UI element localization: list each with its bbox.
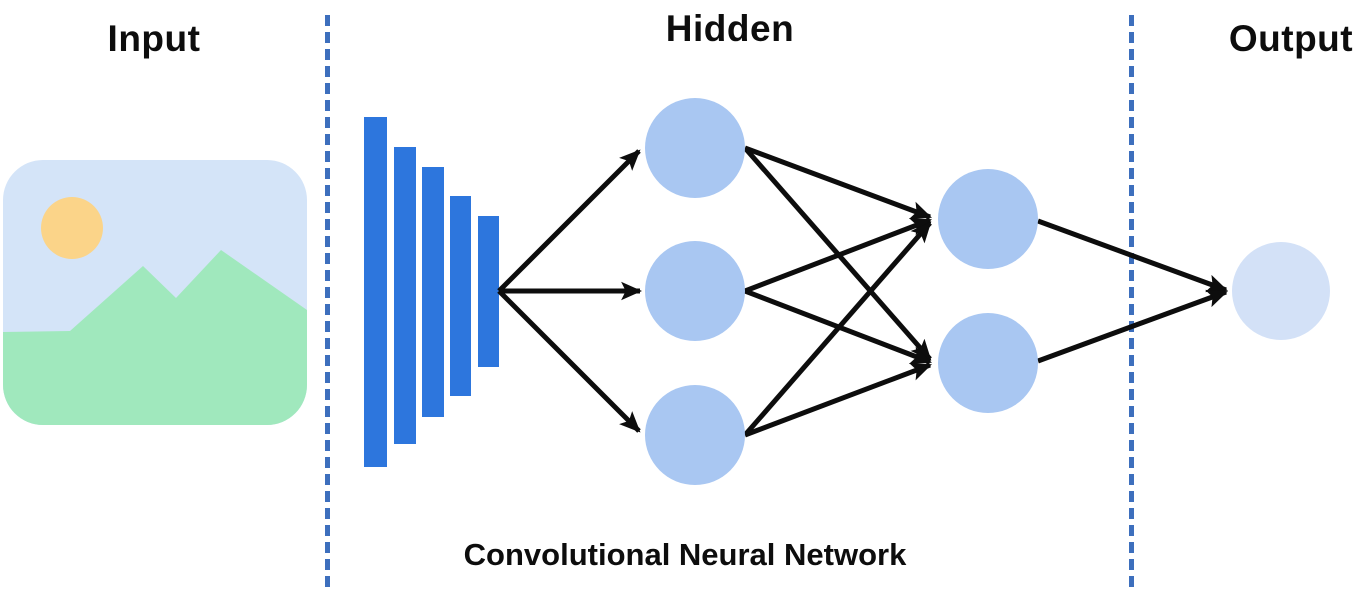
arrow-h1-top-to-h2-top (744, 145, 932, 220)
conv-bar-5 (478, 216, 499, 367)
sun-icon (41, 197, 103, 259)
arrow-h2-bottom-to-output (1037, 289, 1228, 364)
neuron-h1-mid (645, 241, 745, 341)
hidden-section-label: Hidden (665, 8, 795, 49)
output-layer (1232, 242, 1330, 340)
mountains-icon (3, 250, 307, 425)
conv-layer-bars (364, 117, 499, 467)
neuron-h1-bottom (645, 385, 745, 485)
arrow-conv-to-h1-bottom (497, 289, 641, 433)
arrow-h1-bottom-to-h2-bottom (744, 362, 932, 438)
arrow-h1-mid-to-h2-bottom (744, 288, 932, 365)
arrow-h2-top-to-output (1037, 218, 1228, 293)
neuron-h1-top (645, 98, 745, 198)
conv-bar-1 (364, 117, 387, 467)
conv-bar-3 (422, 167, 444, 417)
neuron-h2-bottom (938, 313, 1038, 413)
arrow-h1-top-to-h2-bottom (743, 146, 932, 361)
conv-bar-2 (394, 147, 416, 444)
hidden-layer-2 (938, 169, 1038, 413)
hidden-layer-1 (645, 98, 745, 485)
arrows-hidden2-to-output (1037, 218, 1228, 364)
arrows-hidden1-to-hidden2 (743, 145, 932, 438)
input-section-label: Input (107, 18, 201, 59)
neuron-output (1232, 242, 1330, 340)
arrow-conv-to-h1-top (497, 149, 641, 293)
input-image-icon (3, 160, 307, 425)
conv-bar-4 (450, 196, 471, 396)
arrows-conv-to-hidden1 (497, 149, 643, 433)
diagram-caption: Convolutional Neural Network (463, 537, 907, 572)
neuron-h2-top (938, 169, 1038, 269)
output-section-label: Output (1228, 18, 1354, 59)
